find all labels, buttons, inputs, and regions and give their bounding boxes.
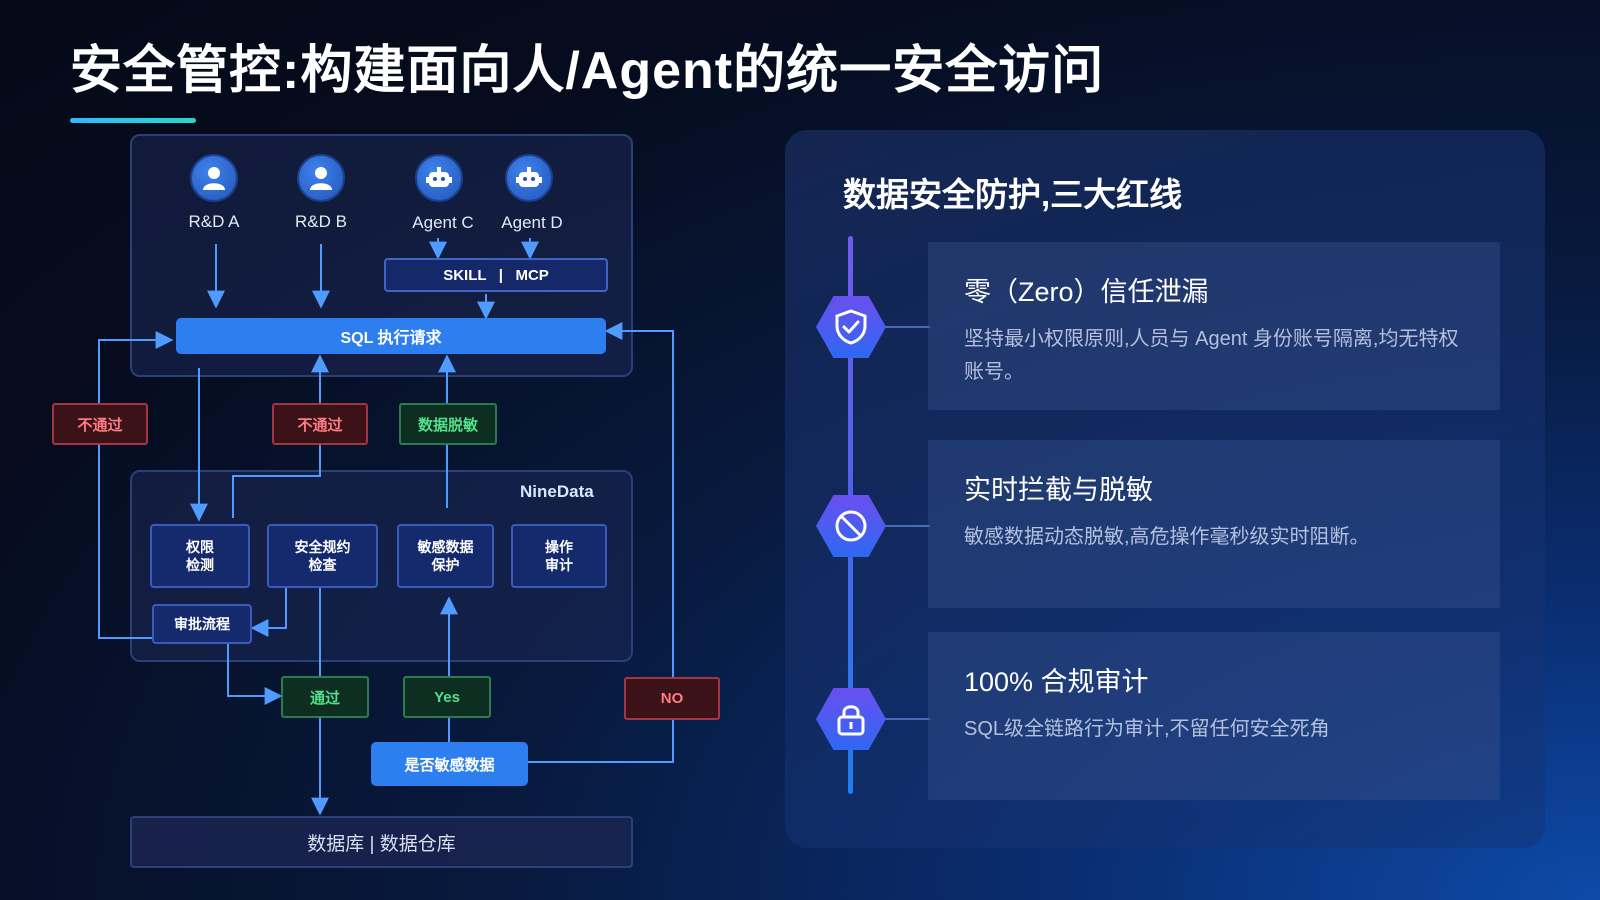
- actor-agent-d: Agent D: [501, 213, 563, 232]
- permission-check-module: 权限 检测: [150, 524, 250, 588]
- redline-title: 100% 合规审计: [964, 667, 1149, 697]
- sql-request-bar: SQL 执行请求: [176, 318, 606, 354]
- pass-tag: 通过: [281, 676, 369, 718]
- redline-card: 100% 合规审计 SQL级全链路行为审计,不留任何安全死角: [928, 632, 1500, 800]
- actor-agent-c: Agent C: [412, 213, 474, 232]
- block-icon: [816, 495, 886, 557]
- operation-audit-module: 操作 审计: [511, 524, 607, 588]
- redline-title: 零（Zero）信任泄漏: [964, 277, 1209, 307]
- sensitive-protect-module: 敏感数据 保护: [397, 524, 494, 588]
- robot-icon: [415, 154, 463, 202]
- is-sensitive-check: 是否敏感数据: [371, 742, 528, 786]
- redline-desc: SQL级全链路行为审计,不留任何安全死角: [964, 718, 1330, 740]
- actor-rd-b: R&D B: [295, 212, 347, 231]
- user-icon: [297, 154, 345, 202]
- robot-icon: [505, 154, 553, 202]
- redline-desc: 敏感数据动态脱敏,高危操作毫秒级实时阻断。: [964, 526, 1370, 548]
- redlines-title: 数据安全防护,三大红线: [843, 176, 1183, 213]
- actor-rd-a: R&D A: [188, 212, 240, 231]
- masking-tag: 数据脱敏: [399, 403, 497, 445]
- page-title: 安全管控:构建面向人/Agent的统一安全访问: [70, 42, 1105, 100]
- connector-line: [878, 525, 930, 527]
- shield-check-icon: [816, 296, 886, 358]
- redline-card: 零（Zero）信任泄漏 坚持最小权限原则,人员与 Agent 身份账号隔离,均无…: [928, 242, 1500, 410]
- security-redlines-panel: [785, 130, 1545, 848]
- lock-icon: [816, 688, 886, 750]
- approval-flow-module: 审批流程: [152, 604, 252, 644]
- redline-title: 实时拦截与脱敏: [964, 475, 1153, 505]
- connector-line: [878, 326, 930, 328]
- database-box: 数据库 | 数据仓库: [130, 816, 633, 868]
- user-icon: [190, 154, 238, 202]
- connector-line: [878, 718, 930, 720]
- no-tag: NO: [624, 677, 720, 720]
- reject-tag-mid: 不通过: [272, 403, 368, 445]
- flow-connectors: [98, 238, 674, 816]
- reject-tag-left: 不通过: [52, 403, 148, 445]
- skill-mcp-box: SKILL | MCP: [384, 258, 608, 292]
- redline-card: 实时拦截与脱敏 敏感数据动态脱敏,高危操作毫秒级实时阻断。: [928, 440, 1500, 608]
- spec-check-module: 安全规约 检查: [267, 524, 378, 588]
- yes-tag: Yes: [403, 676, 491, 718]
- ninedata-label: NineData: [520, 482, 594, 501]
- title-underline: [70, 118, 196, 123]
- redline-desc: 坚持最小权限原则,人员与 Agent 身份账号隔离,均无特权账号。: [964, 328, 1459, 383]
